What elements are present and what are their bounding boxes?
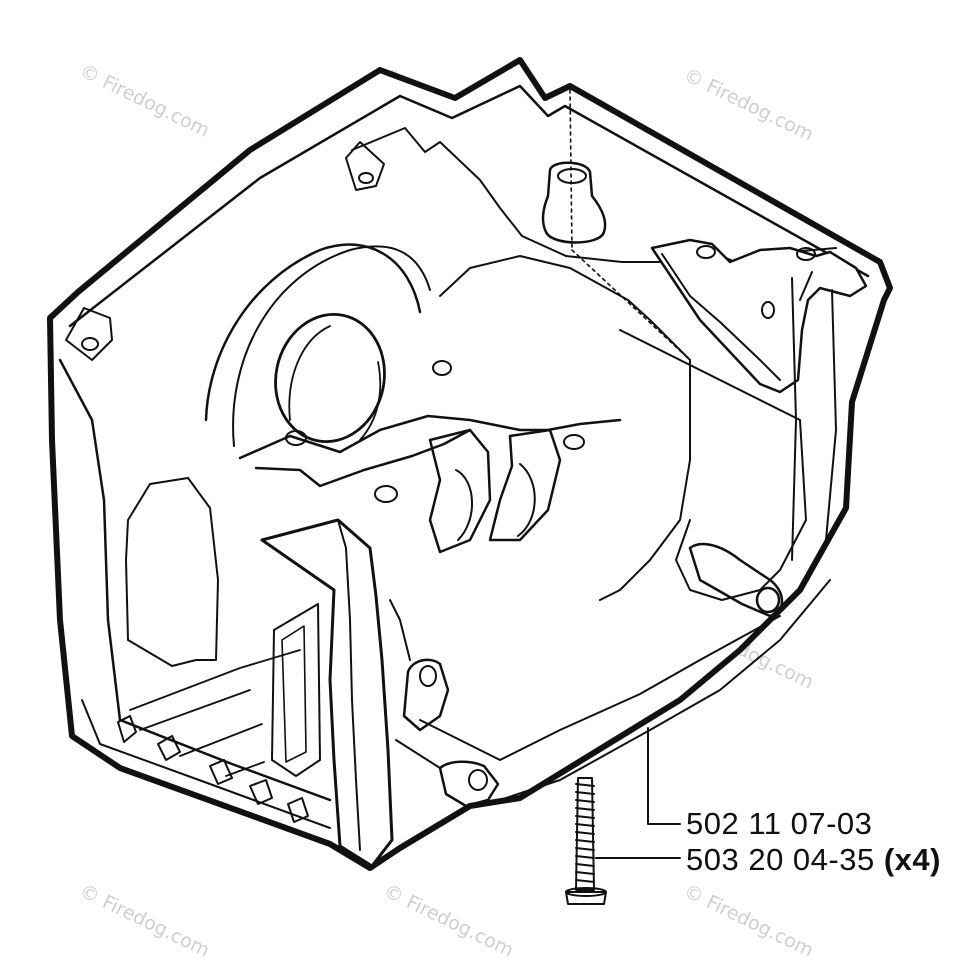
callout-screw: 503 20 04-35 (x4)	[686, 842, 941, 878]
deck-front-edge	[254, 428, 472, 488]
quantity: (x4)	[883, 842, 941, 877]
post-slot	[271, 603, 321, 777]
bore-shadow	[288, 325, 382, 441]
bracket-hole-3	[761, 301, 775, 319]
bottom-floor-lines	[129, 649, 301, 777]
part-number: 503 20 04-35	[686, 842, 875, 877]
front-face	[58, 358, 332, 802]
right-bottom-boss	[688, 542, 784, 618]
bottom-rib-3	[209, 759, 233, 785]
right-bracket	[650, 238, 868, 394]
lower-center-boss	[402, 658, 450, 732]
center-post	[260, 518, 394, 868]
left-cavity	[125, 477, 219, 667]
top-boss	[541, 161, 607, 244]
right-wall	[779, 277, 837, 611]
middle-deck	[238, 414, 622, 460]
leader-line-housing	[647, 727, 681, 825]
saddle-curve	[455, 463, 536, 541]
bottom-rib-4	[249, 779, 273, 805]
center-post-inner	[337, 519, 361, 851]
bearing-saddle-2	[488, 428, 562, 542]
bottom-rib-2	[157, 735, 181, 761]
back-wall-crest	[351, 127, 837, 263]
bearing-saddle-1	[428, 428, 492, 554]
cylinder-bore	[274, 312, 386, 444]
bracket-hole-1	[696, 245, 716, 259]
right-bracket-inner	[661, 253, 813, 381]
deck-hole-3	[432, 360, 452, 376]
deck-hole-2	[374, 485, 398, 503]
bottom-rib-1	[117, 715, 137, 743]
cylinder-boss-outer	[232, 245, 431, 447]
left-ear-hole	[81, 337, 99, 351]
right-boss-hole	[755, 586, 781, 614]
post-slot-inner	[281, 625, 307, 763]
bracket-hole-2	[796, 247, 816, 261]
cylinder-boss	[204, 243, 422, 422]
floor-lines	[389, 599, 781, 769]
rim-notch-left	[345, 141, 385, 191]
part-number: 502 11 07-03	[686, 806, 873, 841]
bottom-rib-5	[287, 797, 309, 823]
rim-hole-left	[358, 172, 374, 184]
front-face-bottom	[81, 699, 331, 829]
front-wall-rim	[68, 84, 870, 328]
left-ear	[65, 307, 113, 361]
inner-box	[439, 255, 691, 601]
bottom-front-boss	[438, 760, 500, 808]
bottom-boss-hole	[468, 769, 488, 791]
housing-outline	[47, 57, 893, 871]
deck-hole-1	[285, 430, 307, 446]
screw	[565, 777, 607, 905]
deck-hole-4	[563, 434, 585, 450]
lower-right-edge	[499, 579, 831, 801]
lower-boss-hole	[419, 665, 437, 687]
callout-housing: 502 11 07-03	[686, 806, 872, 842]
top-boss-hole	[557, 168, 587, 184]
